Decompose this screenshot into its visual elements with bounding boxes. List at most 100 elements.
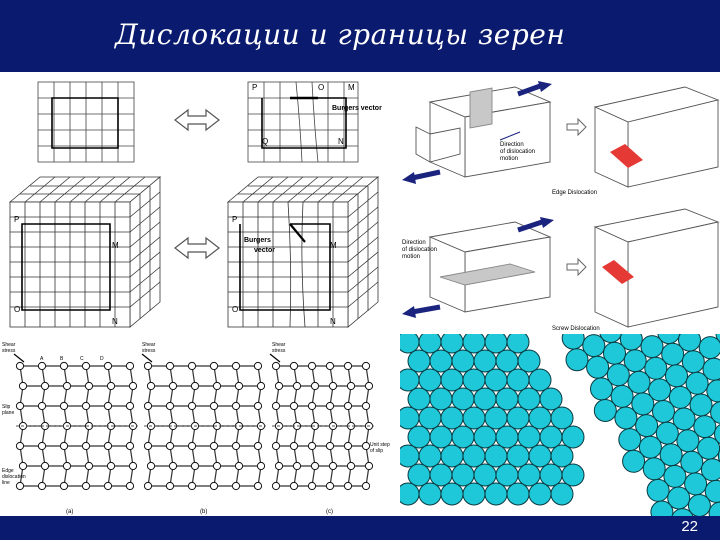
lattice-atom (275, 462, 282, 469)
lattice-atom (104, 442, 111, 449)
lattice-atom (126, 482, 133, 489)
lattice-atom (85, 382, 92, 389)
lattice-atom (147, 462, 154, 469)
label-p-top: P (252, 83, 257, 92)
lattice-atom (344, 362, 351, 369)
lattice-atom (104, 362, 111, 369)
lattice-atom (213, 382, 220, 389)
lattice-atom (82, 362, 89, 369)
grain-a-atom (474, 350, 496, 372)
lattice-atom (169, 382, 176, 389)
grain-a-atom (507, 483, 529, 505)
edge-block-after (595, 87, 718, 187)
lattice-atom (308, 362, 315, 369)
lattice-atom (41, 462, 48, 469)
lattice-atom (290, 402, 297, 409)
grain-a-atom (529, 483, 551, 505)
lattice-atom (60, 442, 67, 449)
col-label-b: B (60, 356, 64, 362)
lattice-atom (272, 362, 279, 369)
screw-bottom-arrowhead (402, 306, 416, 318)
lattice-atom (344, 482, 351, 489)
label-n-right: N (330, 317, 336, 326)
lattice-atom (82, 442, 89, 449)
perfect-crystal-cube (10, 177, 160, 327)
grain-a-atom (474, 426, 496, 448)
lattice-atom (191, 462, 198, 469)
lattice-atom (126, 362, 133, 369)
lattice-atom (308, 402, 315, 409)
lattice-nodes (14, 354, 374, 490)
grain-b-atom (562, 334, 584, 349)
shear-stress-a-2: stress (2, 348, 16, 354)
lattice-atom (144, 362, 151, 369)
grain-a-atom (507, 407, 529, 429)
lattice-atom (347, 382, 354, 389)
edge-direction-label-3: motion (500, 156, 518, 162)
grain-a-atom (485, 407, 507, 429)
shear-arrow (14, 354, 24, 362)
grain-a-atom (441, 407, 463, 429)
label-m-left: M (112, 241, 119, 250)
grain-a-atom (430, 350, 452, 372)
grain-a-atom (518, 464, 540, 486)
grain-a-atom (496, 464, 518, 486)
edge-dislocation-caption: Edge Dislocation (552, 190, 597, 196)
grain-b-atom (623, 450, 645, 472)
grain-a-atom (408, 426, 430, 448)
lattice-atom (254, 362, 261, 369)
lattice-atom (308, 482, 315, 489)
lattice-atom (254, 442, 261, 449)
lattice-atom (362, 442, 369, 449)
lattice-atom (107, 462, 114, 469)
lattice-atom (272, 482, 279, 489)
grain-boundary-svg (400, 334, 720, 516)
lattice-atom (188, 442, 195, 449)
lattice-atom (362, 482, 369, 489)
label-burgers-right: Burgers (244, 237, 271, 244)
lattice-atom (210, 362, 217, 369)
lattice-atom (257, 382, 264, 389)
grain-a-atom (400, 369, 419, 391)
lattice-atom (147, 382, 154, 389)
lattice-atom (272, 402, 279, 409)
lattice-atom (191, 382, 198, 389)
lattice-atom (188, 402, 195, 409)
screw-block-before (430, 222, 550, 312)
lattice-atom (129, 462, 136, 469)
label-vector-right: vector (254, 247, 275, 254)
grain-a-atom (485, 445, 507, 467)
dislocation-types-svg: Direction of dislocation motion Edge Dis… (400, 72, 720, 334)
lattice-atom (63, 382, 70, 389)
arrow-right-icon (567, 259, 586, 275)
edge-bottom-arrowhead (402, 172, 416, 184)
caption-a: (a) (66, 509, 73, 515)
col-label-c: C (80, 356, 84, 362)
grain-a-atom (463, 483, 485, 505)
perfect-grid (38, 82, 134, 162)
lattice-svg: Shear stress Shear stress Shear stress S… (0, 334, 400, 516)
lattice-atom (329, 382, 336, 389)
grain-a-atom (400, 445, 419, 467)
screw-bottom-arrow (412, 307, 440, 312)
lattice-atom (290, 442, 297, 449)
lattice-atom (169, 462, 176, 469)
grain-a-atom (518, 388, 540, 410)
grain-b-atom (643, 458, 665, 480)
lattice-atom (144, 402, 151, 409)
lattice-atom (365, 462, 372, 469)
lattice-atom (16, 362, 23, 369)
lattice-atom (63, 462, 70, 469)
grain-a-atom (400, 407, 419, 429)
grain-a-atom (441, 369, 463, 391)
grain-a-atom (419, 407, 441, 429)
lattice-atom (104, 402, 111, 409)
lattice-grid-svg: P O M Q N Burgers vector P M O N (0, 72, 400, 334)
grain-a-atom (430, 388, 452, 410)
lattice-atom (344, 442, 351, 449)
grain-a-atom (562, 464, 584, 486)
grain-b-atom (566, 349, 588, 371)
screw-direction-label-3: motion (402, 254, 420, 260)
grain-a-atom (540, 388, 562, 410)
screw-dislocation-caption: Screw Dislocation (552, 326, 600, 332)
